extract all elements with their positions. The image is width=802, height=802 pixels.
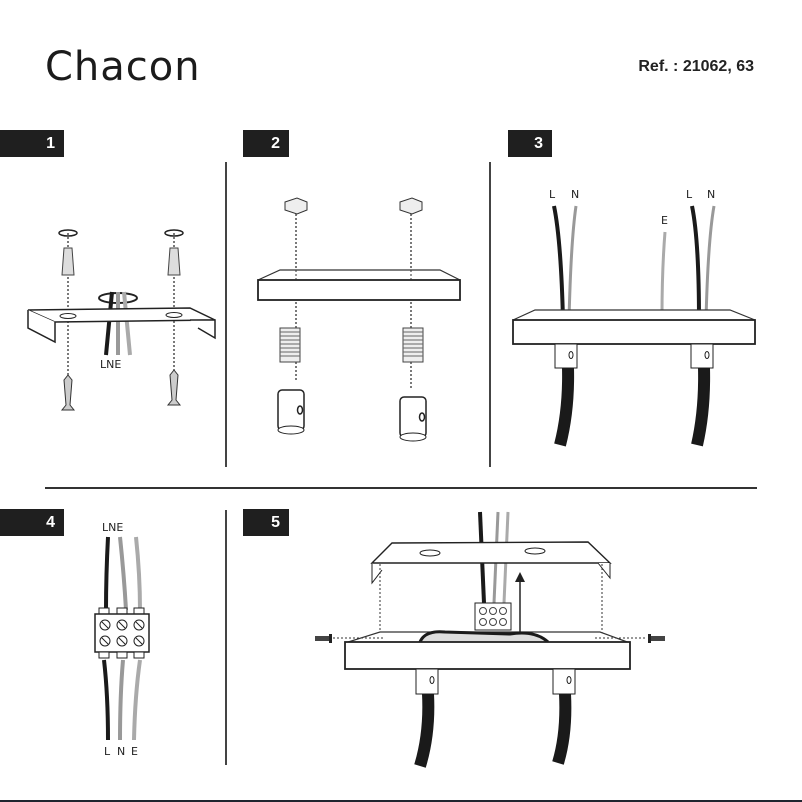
screw-icon	[315, 634, 332, 643]
wire-label-earth: E	[131, 745, 138, 758]
terminal-block-icon	[94, 607, 150, 659]
step1-illustration: LNE	[20, 220, 225, 420]
cable-gland-icon	[690, 343, 714, 369]
ceiling-plate-icon	[512, 319, 756, 345]
cable-gland-icon	[399, 396, 427, 442]
reference-number: Ref. : 21062, 63	[638, 58, 754, 75]
divider-row	[45, 487, 757, 489]
step5-illustration	[310, 508, 670, 773]
divider-step2-step3	[489, 162, 491, 467]
wire-label-live: L	[686, 188, 693, 201]
threaded-tube-icon	[402, 327, 424, 363]
terminal-block-icon	[474, 602, 512, 631]
washer-icon	[58, 229, 78, 237]
step4-illustration: LNE L N E	[90, 515, 170, 765]
wall-plug-icon	[167, 247, 181, 276]
ceiling-plate-icon	[344, 641, 631, 670]
cable-icon	[554, 367, 575, 447]
hex-nut-icon	[284, 197, 308, 215]
washer-icon	[164, 229, 184, 237]
step-number: 3	[534, 134, 543, 152]
cable-gland-icon	[277, 389, 305, 435]
brand-name: Chacon	[45, 44, 201, 90]
step3-illustration: L N E L N	[505, 180, 765, 460]
cable-icon	[552, 693, 572, 765]
screw-icon	[648, 634, 665, 643]
wall-plug-icon	[61, 247, 75, 276]
wire-label-input: LNE	[102, 521, 123, 534]
wire-label-live: L	[549, 188, 556, 201]
step-number: 4	[46, 513, 55, 531]
step-number: 2	[271, 134, 280, 152]
step-number: 5	[271, 513, 280, 531]
screw-icon	[166, 369, 182, 406]
divider-step1-step2	[225, 162, 227, 467]
wire-label-earth: E	[661, 214, 668, 227]
step2-illustration	[250, 190, 470, 450]
step-number: 1	[46, 134, 55, 152]
cable-gland-icon	[552, 668, 576, 695]
cable-gland-icon	[554, 343, 578, 369]
divider-step4-step5	[225, 510, 227, 765]
cable-gland-icon	[415, 668, 439, 695]
step-badge-2: 2	[243, 130, 289, 157]
ceiling-plate-icon	[257, 279, 461, 301]
cable-icon	[414, 693, 435, 768]
screw-icon	[60, 374, 76, 411]
bracket-icon	[370, 541, 612, 564]
wire-label-neutral: N	[707, 188, 715, 201]
bracket-icon	[27, 307, 216, 323]
hex-nut-icon	[399, 197, 423, 215]
wire-label-neutral: N	[571, 188, 579, 201]
threaded-tube-icon	[279, 327, 301, 363]
brand-logo: Chacon	[45, 44, 201, 90]
wire-label-live: L	[104, 745, 111, 758]
cable-icon	[691, 367, 711, 447]
wire-label: LNE	[100, 358, 121, 371]
step-badge-1: 1	[0, 130, 64, 157]
step-badge-5: 5	[243, 509, 289, 536]
step-badge-3: 3	[508, 130, 552, 157]
wire-label-neutral: N	[117, 745, 125, 758]
step-badge-4: 4	[0, 509, 64, 536]
page-bottom-border	[0, 800, 802, 802]
